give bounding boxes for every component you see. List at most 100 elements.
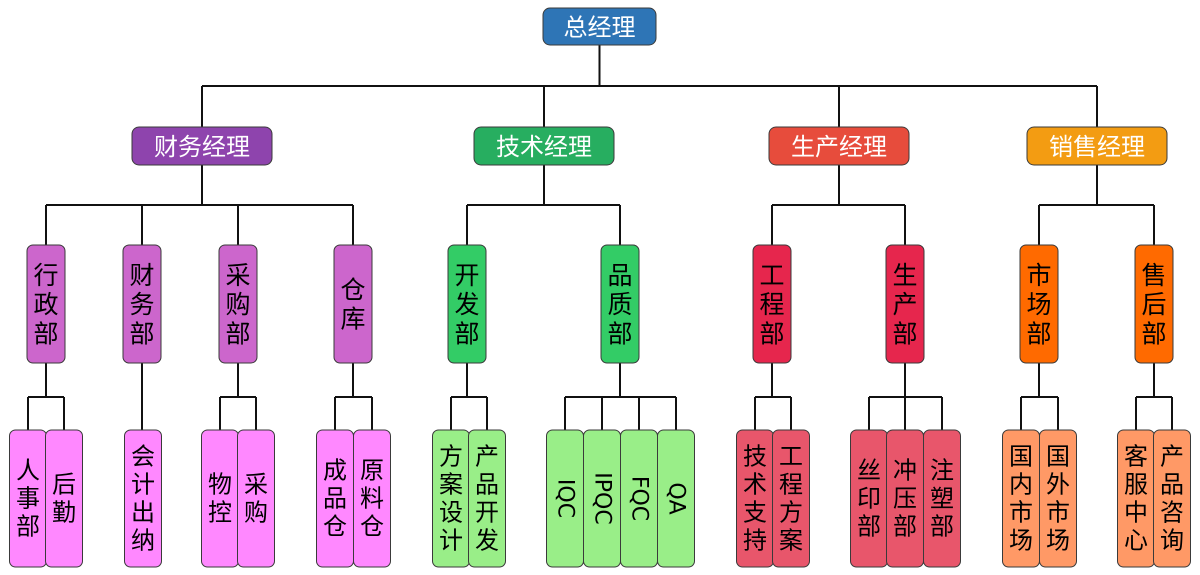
team-node-box [237,429,275,568]
manager-node: 生产经理 [768,126,910,166]
department-node: 采购部 [218,244,258,364]
team-node-label: 客服中心 [1124,442,1148,554]
team-node-label: 国外市场 [1046,442,1070,554]
team-node-label: 技术支持 [743,442,767,554]
manager-node-label: 技术经理 [496,133,592,161]
team-node: 后勤 [45,429,83,568]
manager-node-box [768,126,910,166]
team-node-box [1153,429,1191,568]
team-node: 产品开发 [468,429,506,568]
team-node: 产品咨询 [1153,429,1191,568]
department-node: 财务部 [122,244,162,364]
team-node-label: 产品咨询 [1160,442,1184,554]
team-node-box [923,429,961,568]
team-node-label: 采购 [244,470,268,526]
manager-node: 技术经理 [473,126,615,166]
manager-node: 财务经理 [131,126,273,166]
team-node: 采购 [237,429,275,568]
team-node-label: 原料仓 [360,456,384,540]
team-node: 物控 [201,429,239,568]
team-node-label: FQC [627,476,652,521]
team-node-label: 物控 [208,470,232,526]
department-node-label: 开发部 [454,260,479,348]
manager-node-box [1026,126,1168,166]
team-node: 人事部 [9,429,47,568]
team-node: 注塑部 [923,429,961,568]
team-node: IPQC [583,429,621,568]
department-node-box [885,244,925,364]
department-node: 市场部 [1019,244,1059,364]
department-node-label: 采购部 [225,260,250,348]
department-node: 行政部 [26,244,66,364]
team-node-label: 国内市场 [1009,442,1033,554]
team-node-label: 工程方案 [779,442,803,554]
department-node-label: 行政部 [33,260,58,348]
team-node-box [1039,429,1077,568]
team-node-label: 成品仓 [323,456,347,540]
department-node: 工程部 [752,244,792,364]
team-node-label: QA [664,482,689,514]
manager-node-box [473,126,615,166]
team-node-box [657,429,695,568]
team-node-box [353,429,391,568]
department-node: 品质部 [600,244,640,364]
manager-node: 销售经理 [1026,126,1168,166]
root-node: 总经理 [542,7,657,46]
team-node-box [772,429,810,568]
department-node-label: 生产部 [892,260,917,348]
team-node-label: 人事部 [16,456,40,540]
department-node-box [447,244,487,364]
department-node-box [122,244,162,364]
department-node-box [26,244,66,364]
manager-node-label: 生产经理 [791,133,887,161]
team-node: 冲压部 [886,429,924,568]
department-node-label: 工程部 [759,260,784,348]
department-node-box [218,244,258,364]
department-node-label: 品质部 [607,260,632,348]
department-node-label: 仓库 [340,275,365,333]
department-node-box [752,244,792,364]
department-node: 售后部 [1134,244,1174,364]
team-node: 丝印部 [850,429,888,568]
department-node-box [600,244,640,364]
team-node-label: 产品开发 [475,442,499,554]
department-node-label: 售后部 [1141,260,1166,348]
team-node-label: IQC [553,479,578,518]
connector-lines [27,45,1173,430]
team-node: 客服中心 [1117,429,1155,568]
team-node-label: 丝印部 [857,456,881,540]
team-node: 原料仓 [353,429,391,568]
department-node-label: 财务部 [129,260,154,348]
root-node-label: 总经理 [564,14,636,42]
team-node: 工程方案 [772,429,810,568]
team-node: FQC [620,429,658,568]
team-node: 方案设计 [432,429,470,568]
team-node: 会计出纳 [124,429,162,568]
team-node: 成品仓 [316,429,354,568]
department-node: 开发部 [447,244,487,364]
team-node-box [124,429,162,568]
team-node: QA [657,429,695,568]
team-node: IQC [546,429,584,568]
department-node-box [1134,244,1174,364]
department-node-label: 市场部 [1026,260,1051,348]
team-node-label: IPQC [590,472,615,524]
team-node-label: 会计出纳 [131,442,155,554]
manager-node-label: 财务经理 [154,133,250,161]
manager-node-label: 销售经理 [1049,133,1145,161]
department-node-box [1019,244,1059,364]
team-node-label: 冲压部 [893,456,917,540]
department-node: 生产部 [885,244,925,364]
manager-node-box [131,126,273,166]
team-node-label: 注塑部 [930,456,954,540]
team-node: 国内市场 [1002,429,1040,568]
team-node-box [45,429,83,568]
department-node: 仓库 [333,244,373,364]
team-node: 国外市场 [1039,429,1077,568]
team-node-box [468,429,506,568]
root-node-box [542,7,657,46]
team-node-label: 后勤 [52,470,76,526]
